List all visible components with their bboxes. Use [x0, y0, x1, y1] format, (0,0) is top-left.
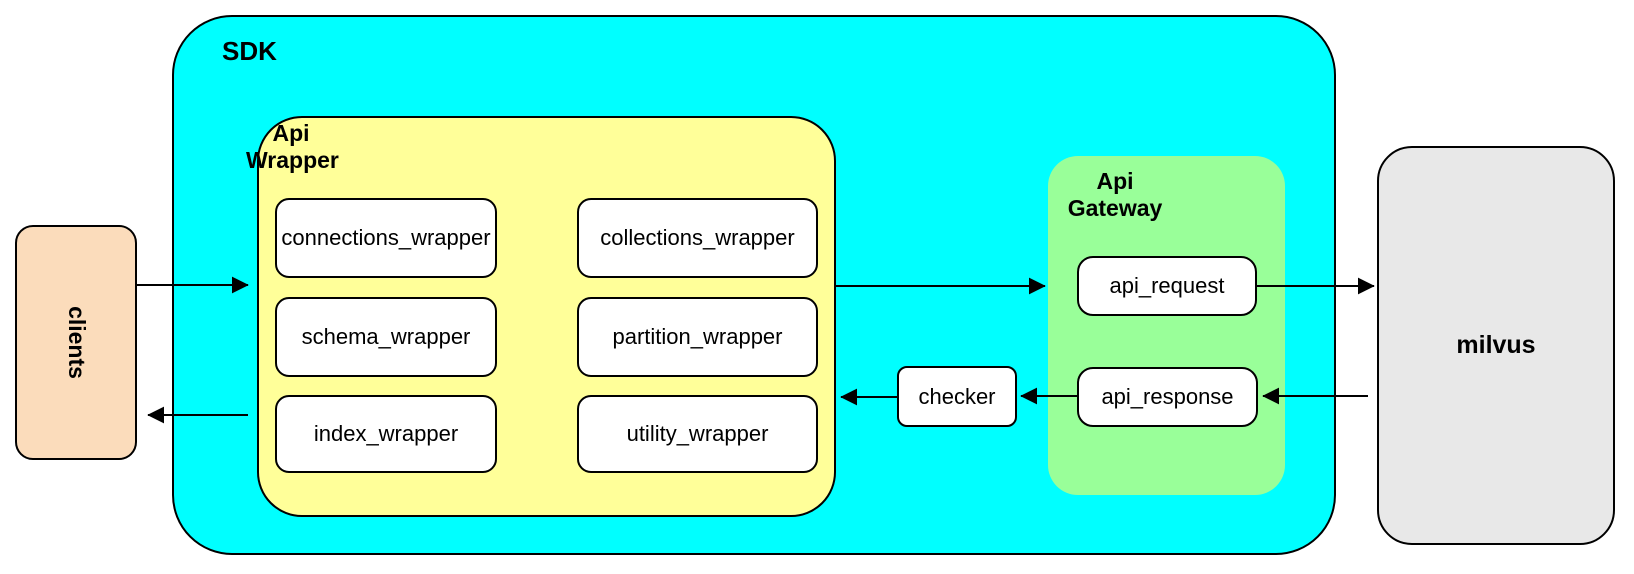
clients-label: clients — [63, 306, 90, 379]
index-wrapper-node: index_wrapper — [275, 395, 497, 473]
api-response-node: api_response — [1077, 367, 1258, 427]
milvus-node: milvus — [1377, 146, 1615, 545]
sdk-label: SDK — [222, 36, 277, 66]
api-wrapper-label: Api Wrapper — [246, 120, 339, 174]
checker-node: checker — [897, 366, 1017, 427]
utility-wrapper-node: utility_wrapper — [577, 395, 818, 473]
api-request-node: api_request — [1077, 256, 1257, 316]
utility-wrapper-label: utility_wrapper — [626, 421, 769, 446]
partition-wrapper-node: partition_wrapper — [577, 297, 818, 377]
schema-wrapper-label: schema_wrapper — [301, 324, 471, 349]
schema-wrapper-node: schema_wrapper — [275, 297, 497, 377]
connections-wrapper-node: connections_wrapper — [275, 198, 497, 278]
partition-wrapper-label: partition_wrapper — [612, 324, 783, 349]
api-request-label: api_request — [1109, 273, 1225, 298]
collections-wrapper-node: collections_wrapper — [577, 198, 818, 278]
collections-wrapper-label: collections_wrapper — [600, 225, 795, 250]
api-response-label: api_response — [1101, 384, 1234, 409]
clients-node: clients — [15, 225, 137, 460]
connections-wrapper-label: connections_wrapper — [281, 225, 491, 250]
index-wrapper-label: index_wrapper — [313, 421, 459, 446]
api-gateway-label: Api Gateway — [1067, 168, 1163, 222]
api-gateway-container — [1048, 156, 1285, 495]
milvus-label: milvus — [1456, 331, 1536, 359]
checker-label: checker — [918, 383, 996, 409]
